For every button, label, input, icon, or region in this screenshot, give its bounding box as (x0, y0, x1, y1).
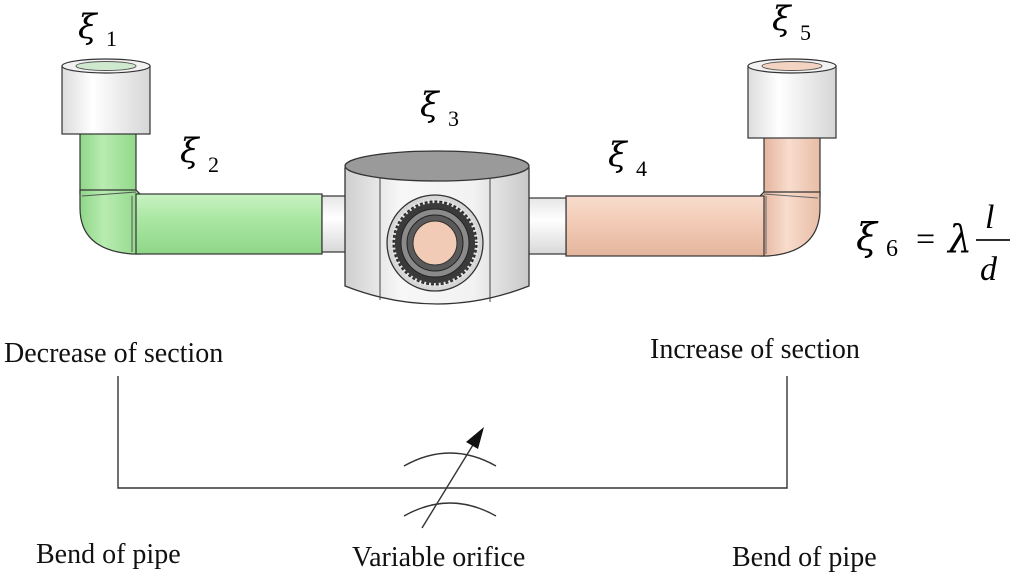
right-elbow (759, 191, 821, 257)
orifice-arrow-shaft (421, 439, 477, 529)
left-top-fitting-bore (75, 61, 137, 71)
right-pipe-riser (763, 133, 821, 197)
formula-xi: ξ (856, 215, 879, 259)
right-top-fitting-bore (761, 61, 823, 71)
xi-1-subscript: 1 (106, 26, 117, 51)
orifice-arrow-head (466, 427, 484, 449)
xi-4-symbol: ξ (608, 135, 629, 175)
left-pipe-riser (79, 131, 137, 195)
schematic (117, 376, 788, 529)
right-connector (527, 197, 567, 255)
xi-2-label: ξ 2 (180, 131, 219, 177)
right-horizontal-pipe (565, 195, 765, 257)
xi-1-symbol: ξ (78, 7, 99, 47)
orifice-upper-arc (403, 452, 497, 467)
xi-2-symbol: ξ (180, 131, 201, 171)
xi-5-label: ξ 5 (772, 0, 811, 45)
xi-5-subscript: 5 (800, 20, 811, 45)
xi-2-subscript: 2 (208, 152, 219, 177)
left-top-fitting (61, 65, 151, 135)
formula-denominator: d (980, 251, 998, 288)
xi-1-label: ξ 1 (78, 7, 117, 51)
xi-4-subscript: 4 (636, 156, 647, 181)
formula-subscript: 6 (886, 236, 898, 262)
xi-5-symbol: ξ (772, 0, 793, 39)
orifice-bore (412, 220, 458, 266)
label-bend-of-pipe-right: Bend of pipe (732, 542, 877, 573)
orifice-knurl-pattern (391, 199, 479, 287)
left-connector (321, 195, 347, 253)
orifice-lower-arc (403, 502, 497, 517)
formula-numerator: l (985, 199, 994, 236)
xi-3-label: ξ 3 (420, 85, 459, 131)
label-variable-orifice: Variable orifice (352, 542, 525, 573)
right-elbow-seam (763, 193, 819, 199)
right-top-fitting (747, 65, 837, 139)
left-pipe (61, 58, 347, 255)
xi-3-subscript: 3 (448, 106, 459, 131)
left-horizontal-pipe (135, 193, 323, 255)
left-elbow (79, 189, 141, 255)
formula-lambda: λ (946, 217, 972, 261)
right-pipe (527, 58, 837, 257)
valve-top-face (344, 150, 530, 182)
xi-4-label: ξ 4 (608, 135, 647, 181)
formula-equals: = (916, 221, 935, 258)
xi-3-symbol: ξ (420, 85, 441, 125)
label-increase-of-section: Increase of section (650, 334, 860, 365)
label-decrease-of-section: Decrease of section (4, 338, 223, 369)
label-bend-of-pipe-left: Bend of pipe (36, 539, 181, 570)
friction-formula: ξ 6 = λ l d (856, 199, 1010, 288)
schematic-line (117, 376, 788, 489)
left-elbow-seam (81, 191, 137, 197)
valve-body (344, 150, 530, 305)
